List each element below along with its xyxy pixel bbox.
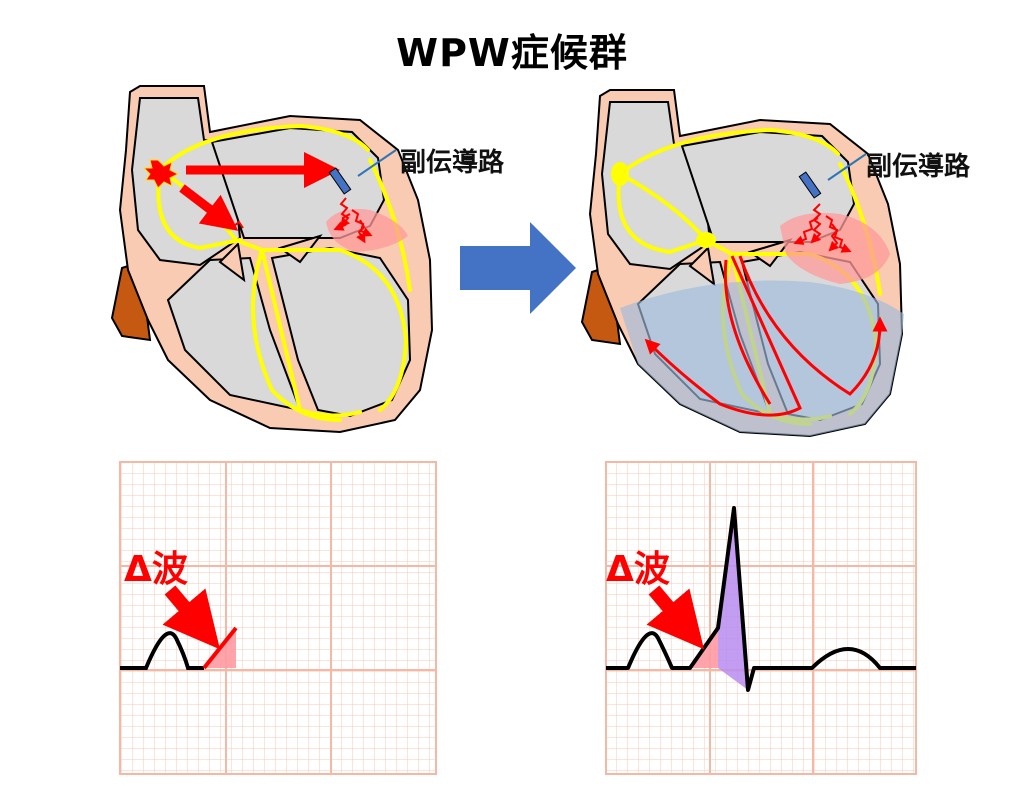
accessory-pathway-label-left: 副伝導路 [400,148,505,178]
ventricular-activation-arrows [644,255,888,417]
ecg-left [119,461,437,775]
delta-wave-arrow-right [646,585,705,650]
ecg-grid-left [119,461,437,775]
depolarized-ventricles-overlay [620,280,904,436]
delta-wave-label-left: Δ波 [124,549,188,590]
av-node-arrow-left [179,184,239,231]
accessory-pathway-label-right: 副伝導路 [866,152,971,182]
ecg-major-gridlines-left [120,462,436,774]
av-node-right [696,232,716,248]
delta-wave-arrow-left [162,585,221,650]
right-atrium-left [130,97,242,267]
av-delay-squiggle-left [225,218,244,229]
accessory-pathway-leader-left [357,149,397,177]
accessory-pathway-right [798,171,822,199]
sa-node-icon [142,159,180,189]
ecg-major-gridlines-right [606,462,916,774]
right-ventricle-left [166,256,302,412]
diagram-title: WPW症候群 [396,31,628,75]
accessory-pathway-leader-right [827,153,867,181]
tricuspid-valve-left [218,241,246,283]
left-heart [110,85,434,434]
qrs-area-right [718,508,748,690]
wavy-arrows-right [793,203,852,253]
right-heart [580,89,904,438]
wavy-arrows-left [333,197,373,244]
accessory-pathway-left [328,167,352,195]
ecg-right [605,461,917,775]
sa-node-right [611,162,629,186]
transition-arrow-icon [460,222,576,314]
tricuspid-valve-right [688,245,716,287]
delta-wave-label-right: Δ波 [606,549,670,590]
ecg-grid-right [605,461,917,775]
